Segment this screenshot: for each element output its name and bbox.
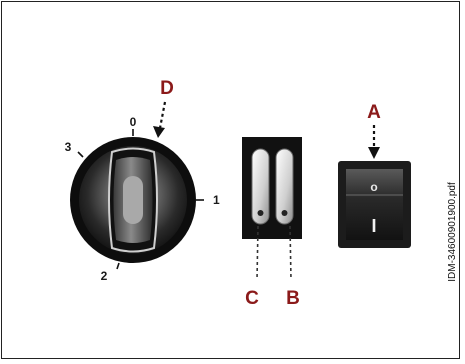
rotary-knob	[70, 137, 196, 263]
document-id: IDM-34600901900.pdf	[447, 182, 458, 282]
lamp-window-right	[275, 148, 294, 225]
indicator-lamp-unit	[242, 137, 302, 239]
dial-position-0: 0	[130, 115, 137, 129]
callout-d-dashed-line	[158, 101, 167, 129]
knob-grip-highlight	[123, 176, 143, 224]
dial-position-3: 3	[65, 140, 72, 154]
lamp-window-left	[251, 148, 270, 225]
lamp-dot-right	[281, 210, 288, 216]
rocker-off-mark: o	[370, 180, 377, 194]
callout-a-arrow-icon	[368, 147, 380, 159]
callout-c-dashed-line	[256, 225, 259, 281]
tick-2	[116, 262, 120, 270]
callout-c: C	[245, 288, 259, 309]
rocker-on-mark: I	[371, 216, 376, 236]
callout-a: A	[367, 102, 381, 123]
callout-b-dashed-line	[289, 225, 292, 281]
rocker-switch	[338, 161, 411, 248]
dial-ticks	[77, 129, 204, 270]
callout-b: B	[286, 288, 300, 309]
dial-position-2: 2	[101, 269, 108, 283]
callout-d-arrow-icon	[153, 126, 165, 138]
tick-3	[77, 151, 84, 158]
rocker-paddle	[346, 169, 403, 240]
callout-d: D	[160, 78, 174, 99]
dial-position-1: 1	[213, 193, 220, 207]
lamp-dot-left	[257, 210, 264, 216]
